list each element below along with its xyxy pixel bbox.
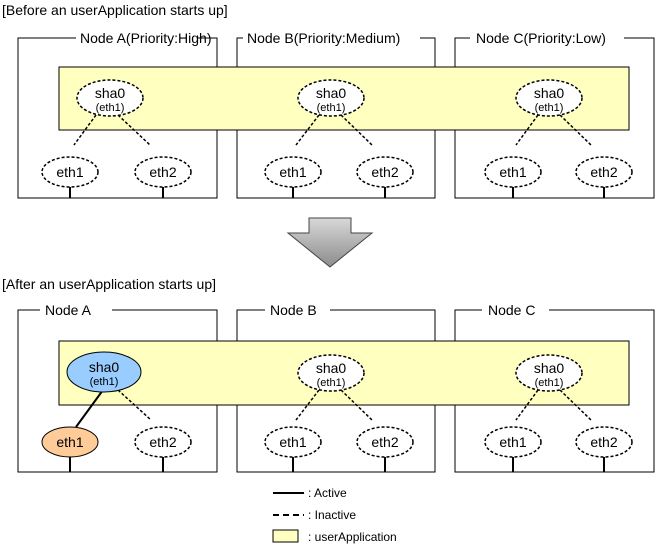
after-node-b-eth2 <box>356 426 414 458</box>
after-node-c-frame <box>454 309 655 473</box>
before-node-c-eth2-label: eth2 <box>590 164 617 180</box>
before-node-c-eth2 <box>575 156 633 188</box>
before-node-c-sha0 <box>515 79 583 117</box>
before-node-a-network: sha0 (eth1) eth1 eth2 <box>41 79 192 198</box>
after-node-b-sha0-sub: (eth1) <box>317 377 346 389</box>
after-node-c-network: sha0 (eth1) eth1 eth2 <box>484 354 633 472</box>
before-node-a-frame <box>17 37 218 199</box>
legend-active-label: : Active <box>308 486 347 500</box>
before-node-c-network: sha0 (eth1) eth1 eth2 <box>484 79 633 198</box>
after-node-c-sha0-sub: (eth1) <box>535 377 564 389</box>
legend: : Active : Inactive : userApplication <box>272 486 397 544</box>
before-node-b-network: sha0 (eth1) eth1 eth2 <box>264 79 414 198</box>
after-node-c-eth1 <box>484 426 542 458</box>
before-node-a-eth2 <box>134 156 192 188</box>
after-node-a-eth1-label: eth1 <box>56 434 83 450</box>
before-node-b-eth2 <box>356 156 414 188</box>
before-node-c-eth1 <box>484 156 542 188</box>
after-node-a-frame <box>17 309 218 473</box>
before-node-b-eth1 <box>264 156 322 188</box>
after-node-b-eth1 <box>264 426 322 458</box>
after-node-a-sha0-active <box>66 351 142 393</box>
before-node-b-sha0 <box>297 79 365 117</box>
before-node-b-frame <box>236 37 436 199</box>
before-node-c-sha0-label: sha0 <box>534 85 565 101</box>
before-node-a-eth1-label: eth1 <box>56 164 83 180</box>
after-node-a-network: sha0 (eth1) eth1 eth2 <box>41 351 192 472</box>
after-node-a-label: Node A <box>45 302 92 318</box>
after-node-b-label: Node B <box>270 302 317 318</box>
after-node-a-sha0-label: sha0 <box>89 359 120 375</box>
before-node-b-label: Node B(Priority:Medium) <box>247 30 400 46</box>
after-node-c-sha0 <box>515 354 583 392</box>
before-node-a-label: Node A(Priority:High) <box>80 30 212 46</box>
legend-userapp-swatch <box>272 529 299 543</box>
legend-userapp-label: : userApplication <box>308 530 397 544</box>
after-title: [After an userApplication starts up] <box>2 276 216 292</box>
after-node-a-eth2 <box>134 426 192 458</box>
before-node-c-eth1-label: eth1 <box>499 164 526 180</box>
before-node-c-sha0-sub: (eth1) <box>535 102 564 114</box>
before-node-a-eth1 <box>41 156 99 188</box>
after-node-b-network: sha0 (eth1) eth1 eth2 <box>264 354 414 472</box>
before-node-a-sha0-sub: (eth1) <box>96 102 125 114</box>
before-node-a-sha0-label: sha0 <box>95 85 126 101</box>
before-node-b-sha0-sub: (eth1) <box>317 102 346 114</box>
legend-inactive-label: : Inactive <box>308 508 356 522</box>
after-node-b-frame <box>236 309 436 473</box>
before-node-b-eth2-label: eth2 <box>371 164 398 180</box>
before-node-c-frame <box>454 37 655 199</box>
before-node-c-label: Node C(Priority:Low) <box>476 30 606 46</box>
after-node-c-sha0-label: sha0 <box>534 360 565 376</box>
after-node-b-eth1-label: eth1 <box>279 434 306 450</box>
after-node-b-eth2-label: eth2 <box>371 434 398 450</box>
before-node-a-eth2-label: eth2 <box>149 164 176 180</box>
before-node-b-sha0-label: sha0 <box>316 85 347 101</box>
after-node-c-eth2-label: eth2 <box>590 434 617 450</box>
after-node-c-eth2 <box>575 426 633 458</box>
after-node-c-eth1-label: eth1 <box>499 434 526 450</box>
transition-arrow-icon <box>286 217 374 268</box>
before-node-b-eth1-label: eth1 <box>279 164 306 180</box>
after-node-b-sha0 <box>297 354 365 392</box>
after-node-c-label: Node C <box>488 302 535 318</box>
after-node-a-sha0-sub: (eth1) <box>90 376 119 388</box>
after-node-b-sha0-label: sha0 <box>316 360 347 376</box>
before-node-a-sha0 <box>76 79 144 117</box>
before-title: [Before an userApplication starts up] <box>2 2 228 18</box>
after-node-a-eth2-label: eth2 <box>149 434 176 450</box>
